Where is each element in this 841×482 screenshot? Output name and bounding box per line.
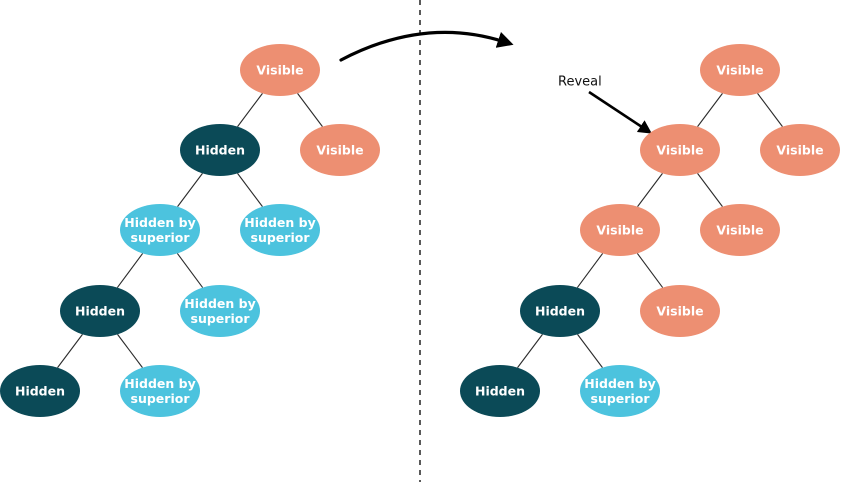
node-ellipse[interactable] (640, 124, 720, 176)
node-label: Hidden (535, 303, 585, 318)
node-ellipse[interactable] (640, 285, 720, 337)
after-tree-edges (517, 93, 783, 368)
tree-edge (697, 173, 723, 207)
node-ellipse[interactable] (180, 124, 260, 176)
reveal-annotation-label: Reveal (558, 75, 602, 90)
node-label: Hidden (75, 303, 125, 318)
node-ellipse[interactable] (700, 204, 780, 256)
tree-node-visible[interactable]: Visible (640, 124, 720, 176)
reveal-pointer-arrow-icon (588, 90, 652, 134)
node-label: Visible (656, 303, 703, 318)
tree-node-hidden[interactable]: Hidden (60, 285, 140, 337)
tree-edge (57, 334, 83, 368)
tree-node-visible[interactable]: Visible (300, 124, 380, 176)
tree-node-visible[interactable]: Visible (640, 285, 720, 337)
before-tree-edges (57, 93, 323, 368)
node-ellipse[interactable] (300, 124, 380, 176)
node-label: Hidden (15, 383, 65, 398)
tree-node-visible[interactable]: Visible (700, 204, 780, 256)
node-ellipse[interactable] (60, 285, 140, 337)
node-ellipse[interactable] (580, 365, 660, 417)
node-label: Visible (716, 222, 763, 237)
tree-edge (637, 173, 663, 207)
tree-edge (237, 173, 263, 207)
node-ellipse[interactable] (240, 204, 320, 256)
node-ellipse[interactable] (700, 44, 780, 96)
node-label: Visible (776, 142, 823, 157)
tree-node-hidden[interactable]: Hidden (0, 365, 80, 417)
tree-node-visible[interactable]: Visible (580, 204, 660, 256)
tree-edge (177, 173, 203, 207)
tree-edge (577, 334, 603, 368)
tree-node-hidden[interactable]: Hidden (460, 365, 540, 417)
tree-node-visible[interactable]: Visible (700, 44, 780, 96)
node-label: Hidden (475, 383, 525, 398)
node-label: Visible (596, 222, 643, 237)
tree-edge (697, 93, 723, 127)
tree-edge (116, 253, 144, 288)
node-label: Hidden (195, 142, 245, 157)
transition-arrow-icon (339, 30, 514, 62)
tree-node-visible[interactable]: Visible (760, 124, 840, 176)
tree-edge (297, 93, 323, 127)
tree-edge (176, 253, 204, 288)
node-ellipse[interactable] (580, 204, 660, 256)
tree-edge (117, 334, 143, 368)
node-label: Visible (316, 142, 363, 157)
tree-edge (517, 334, 543, 368)
node-ellipse[interactable] (120, 204, 200, 256)
node-ellipse[interactable] (520, 285, 600, 337)
node-label: Visible (716, 62, 763, 77)
tree-node-visible[interactable]: Visible (240, 44, 320, 96)
tree-node-hidden[interactable]: Hidden (520, 285, 600, 337)
node-ellipse[interactable] (0, 365, 80, 417)
node-ellipse[interactable] (460, 365, 540, 417)
node-label: Visible (256, 62, 303, 77)
node-ellipse[interactable] (760, 124, 840, 176)
node-label: Visible (656, 142, 703, 157)
tree-edge (757, 93, 783, 127)
tree-edge (636, 253, 664, 288)
tree-node-hidden[interactable]: Hidden (180, 124, 260, 176)
tree-edge (576, 253, 604, 288)
node-ellipse[interactable] (120, 365, 200, 417)
node-ellipse[interactable] (180, 285, 260, 337)
tree-edge (237, 93, 263, 127)
node-ellipse[interactable] (240, 44, 320, 96)
